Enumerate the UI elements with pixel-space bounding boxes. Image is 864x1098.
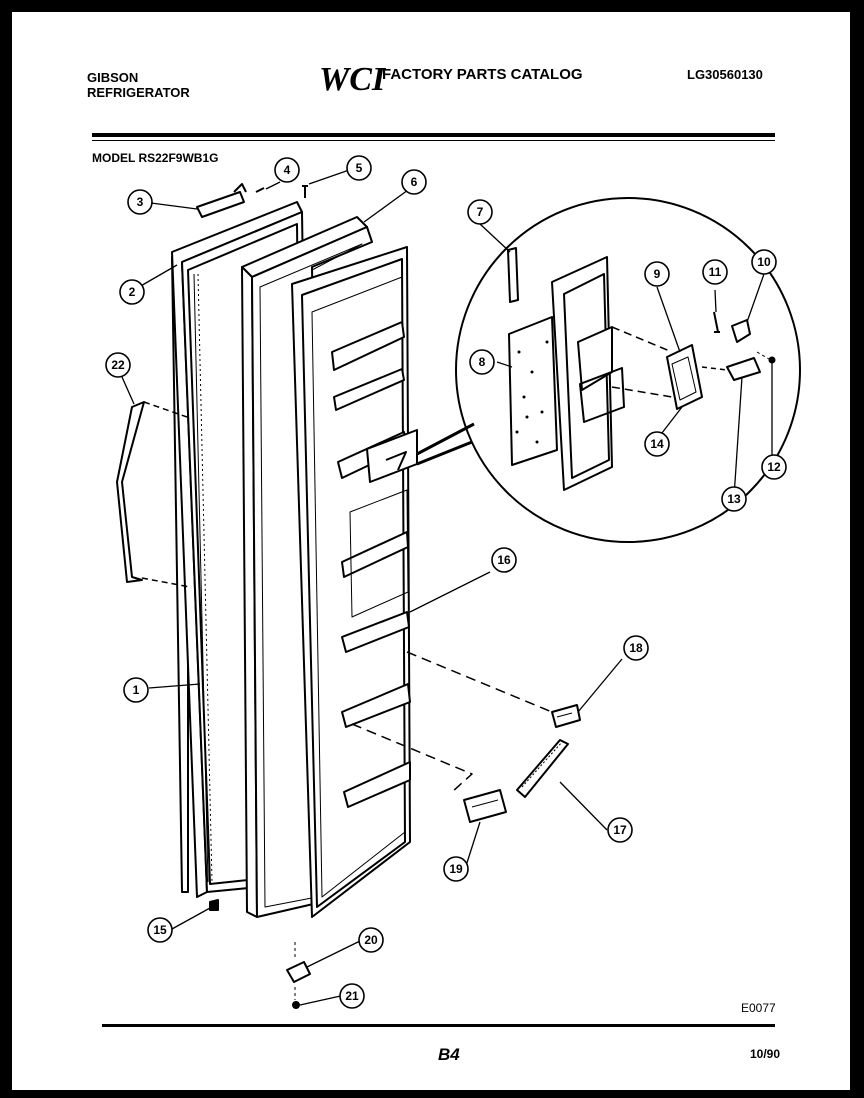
callout-6: 6 bbox=[411, 175, 418, 189]
callout-8: 8 bbox=[479, 355, 486, 369]
callout-markers bbox=[105, 155, 787, 1009]
wci-logo: WCI bbox=[319, 61, 387, 96]
part-shelf-clip bbox=[406, 651, 581, 728]
callout-19: 19 bbox=[449, 862, 463, 876]
parts-catalog-sheet: GIBSON REFRIGERATOR WCI FACTORY PARTS CA… bbox=[12, 12, 850, 1090]
callout-3: 3 bbox=[137, 195, 144, 209]
brand-line-2: REFRIGERATOR bbox=[87, 85, 190, 100]
callout-13: 13 bbox=[727, 492, 741, 506]
callout-10: 10 bbox=[757, 255, 771, 269]
part-bumper bbox=[209, 899, 219, 911]
callout-2: 2 bbox=[129, 285, 136, 299]
part-screw-5 bbox=[302, 185, 308, 198]
callout-16: 16 bbox=[497, 553, 511, 567]
catalog-date: 10/90 bbox=[750, 1047, 781, 1061]
exploded-parts-diagram: 1 2 3 4 5 6 7 8 9 10 11 12 13 14 15 16 1… bbox=[105, 155, 801, 1009]
part-handle-cap bbox=[196, 183, 247, 218]
footer-rule bbox=[102, 1024, 775, 1027]
callout-9: 9 bbox=[654, 267, 661, 281]
header-rule bbox=[92, 133, 775, 137]
brand-label: GIBSON REFRIGERATOR bbox=[87, 70, 190, 100]
part-door-handle bbox=[116, 401, 191, 588]
callout-4: 4 bbox=[284, 163, 291, 177]
callout-11: 11 bbox=[709, 265, 722, 279]
callout-1: 1 bbox=[133, 683, 140, 697]
part-bottom-hinge bbox=[286, 942, 311, 1000]
callout-20: 20 bbox=[364, 933, 378, 947]
callout-12: 12 bbox=[767, 460, 781, 474]
catalog-code: LG30560130 bbox=[687, 67, 763, 82]
wci-logo-text: WCI bbox=[319, 61, 387, 96]
part-shelf-bracket bbox=[351, 723, 507, 823]
callout-labels: 1 2 3 4 5 6 7 8 9 10 11 12 13 14 15 16 1… bbox=[111, 161, 781, 1003]
part-screw-4 bbox=[255, 187, 265, 193]
callout-15: 15 bbox=[153, 923, 167, 937]
callout-5: 5 bbox=[356, 161, 363, 175]
brand-line-1: GIBSON bbox=[87, 70, 139, 85]
header-rule-thin bbox=[92, 140, 775, 141]
catalog-title: FACTORY PARTS CATALOG bbox=[382, 66, 583, 83]
part-inner-door-liner bbox=[291, 246, 418, 918]
callout-7: 7 bbox=[477, 205, 484, 219]
callout-14: 14 bbox=[650, 437, 664, 451]
model-label: MODEL RS22F9WB1G bbox=[92, 151, 219, 165]
part-shelf-rail bbox=[516, 739, 569, 798]
part-hinge-screw bbox=[292, 1001, 300, 1009]
callout-17: 17 bbox=[613, 823, 627, 837]
figure-code: E0077 bbox=[741, 1001, 776, 1015]
page-number: B4 bbox=[438, 1045, 460, 1064]
callout-18: 18 bbox=[629, 641, 643, 655]
callout-22: 22 bbox=[111, 358, 125, 372]
callout-21: 21 bbox=[345, 989, 359, 1003]
